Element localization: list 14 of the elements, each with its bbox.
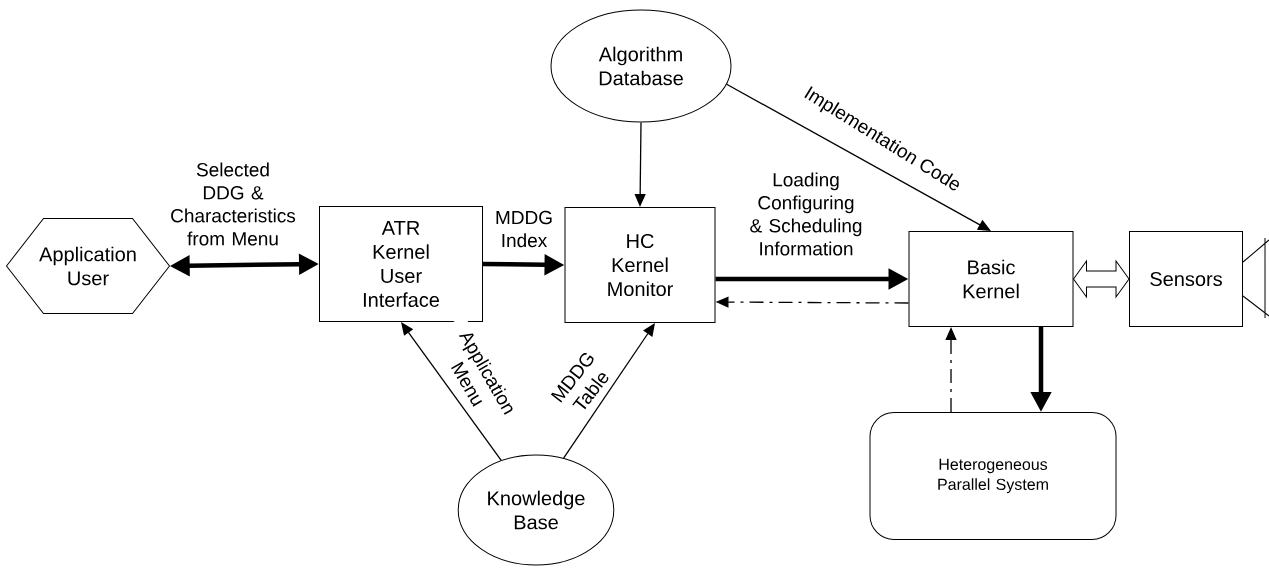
edge-label: Loading Configuring & Scheduling Information <box>730 171 882 257</box>
process-box: ATR Kernel User Interface <box>319 206 483 322</box>
ellipse-node: Knowledge Base <box>457 454 615 566</box>
arrow <box>401 322 502 461</box>
process-box: Basic Kernel <box>908 231 1074 327</box>
ellipse-node: Algorithm Database <box>550 9 732 123</box>
process-box: HC Kernel Monitor <box>564 207 716 323</box>
process-box: Sensors <box>1129 231 1243 327</box>
arrow <box>562 323 655 459</box>
edge-label: MDDG Index <box>488 209 560 249</box>
arrow <box>726 83 991 231</box>
double-arrow <box>1073 260 1130 298</box>
hexagon-node: Application User <box>6 218 170 314</box>
rounded-box: Heterogeneous Parallel System <box>869 412 1117 540</box>
